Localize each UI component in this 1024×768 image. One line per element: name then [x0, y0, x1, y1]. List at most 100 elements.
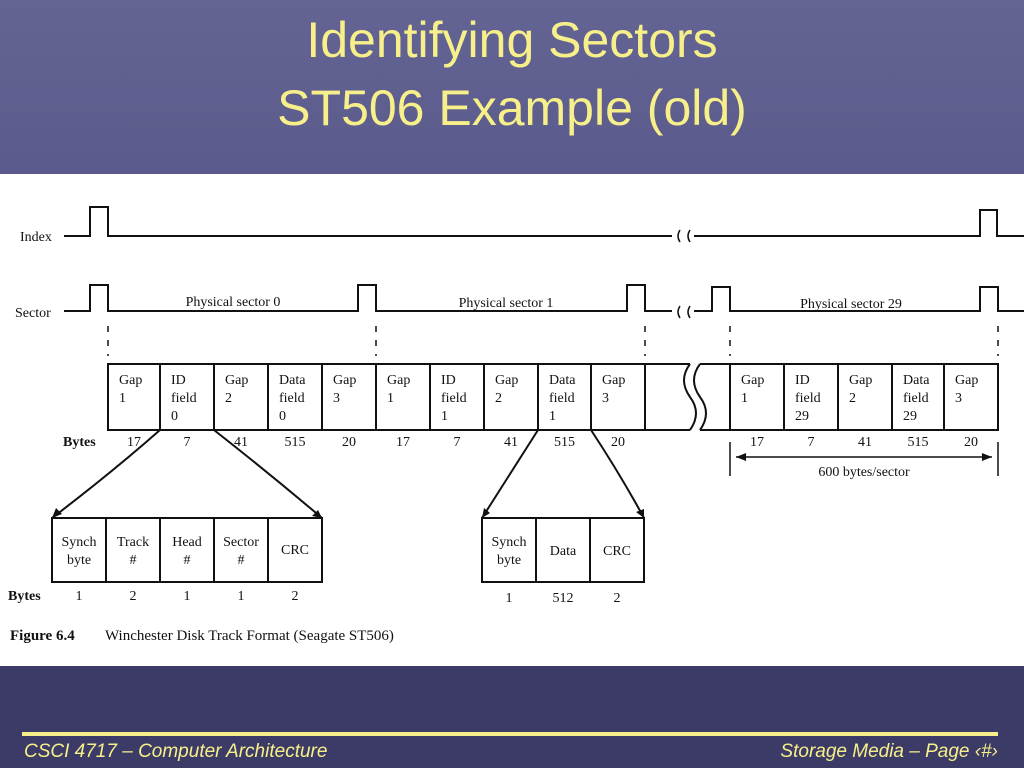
track-field-label: 3 [602, 391, 609, 406]
index-signal-label: Index [20, 230, 52, 245]
track-field-label: 1 [549, 409, 556, 424]
track-field-label: 1 [741, 391, 748, 406]
id-detail-bytes: 2 [292, 589, 299, 604]
track-field-bytes: 20 [964, 435, 978, 450]
track-field-label: field [903, 391, 929, 406]
track-field-label: 1 [441, 409, 448, 424]
track-field-bytes: 41 [504, 435, 518, 450]
title-area: Identifying Sectors ST506 Example (old) [0, 0, 1024, 174]
track-field-label: 0 [171, 409, 178, 424]
alignment-guides [107, 326, 999, 356]
id-field-expansion-lines [51, 429, 323, 519]
track-field-bytes: 41 [234, 435, 248, 450]
course-footer: CSCI 4717 – Computer Architecture [24, 741, 328, 762]
sector-break-mark [677, 305, 691, 319]
track-field-label: 1 [387, 391, 394, 406]
track-bytes-label: Bytes [63, 435, 96, 450]
track-field-label: field [549, 391, 575, 406]
id-detail-label: Head [172, 535, 202, 550]
physical-sector-29-label: Physical sector 29 [800, 297, 902, 312]
physical-sector-0-label: Physical sector 0 [186, 295, 281, 310]
track-field-label: Gap [225, 373, 248, 388]
track-boxes-sector-29 [729, 363, 999, 431]
slide-subtitle: ST506 Example (old) [277, 80, 747, 136]
sector-waveform-continued [694, 286, 1024, 312]
track-field-label: Gap [741, 373, 764, 388]
data-detail-label: Synch [492, 535, 527, 550]
track-field-bytes: 7 [454, 435, 461, 450]
track-field-label: 3 [955, 391, 962, 406]
data-detail-bytes: 1 [506, 591, 513, 606]
track-field-label: 1 [119, 391, 126, 406]
id-field-detail-boxes [51, 517, 323, 583]
data-field-expansion-lines [481, 429, 645, 519]
track-field-bytes: 7 [808, 435, 815, 450]
track-field-label: 3 [333, 391, 340, 406]
track-field-bytes: 515 [285, 435, 306, 450]
data-detail-label: Data [550, 544, 577, 559]
track-field-label: Gap [119, 373, 142, 388]
track-field-label: Gap [849, 373, 872, 388]
track-field-label: ID [795, 373, 810, 388]
id-detail-label: # [184, 553, 191, 568]
page-footer: Storage Media – Page ‹#› [780, 741, 998, 762]
track-field-label: 2 [225, 391, 232, 406]
track-field-label: 29 [903, 409, 917, 424]
id-detail-label: Track [117, 535, 149, 550]
slide-title: Identifying Sectors [306, 12, 718, 68]
id-detail-label: # [130, 553, 137, 568]
track-field-label: field [795, 391, 821, 406]
figure-panel: Index Sector Physical sector 0 Physical … [0, 174, 1024, 666]
sector-size-dimension [729, 442, 999, 476]
data-detail-label: CRC [603, 544, 631, 559]
track-field-label: 2 [849, 391, 856, 406]
figure-caption-number: Figure 6.4 [10, 628, 75, 644]
id-detail-bytes: 2 [130, 589, 137, 604]
track-field-label: 0 [279, 409, 286, 424]
index-break-mark [677, 229, 691, 243]
track-field-label: Data [549, 373, 576, 388]
track-field-label: Gap [495, 373, 518, 388]
track-field-label: Gap [333, 373, 356, 388]
track-field-label: field [171, 391, 197, 406]
id-detail-bytes: 1 [184, 589, 191, 604]
track-break [645, 363, 730, 431]
sector-size-label: 600 bytes/sector [818, 465, 910, 480]
track-field-bytes: 41 [858, 435, 872, 450]
index-waveform [64, 206, 672, 237]
id-detail-label: Sector [223, 535, 259, 550]
id-detail-bytes: 1 [238, 589, 245, 604]
id-detail-bytes: 1 [76, 589, 83, 604]
figure-caption-text: Winchester Disk Track Format (Seagate ST… [105, 628, 394, 644]
track-field-bytes: 17 [127, 435, 141, 450]
track-field-label: Data [903, 373, 930, 388]
track-field-bytes: 20 [611, 435, 625, 450]
id-detail-label: Synch [62, 535, 97, 550]
track-field-label: field [279, 391, 305, 406]
id-detail-label: byte [67, 553, 91, 568]
data-detail-bytes: 512 [553, 591, 574, 606]
data-detail-bytes: 2 [614, 591, 621, 606]
track-field-label: Gap [602, 373, 625, 388]
id-detail-label: # [238, 553, 245, 568]
track-field-bytes: 17 [750, 435, 764, 450]
track-field-bytes: 7 [184, 435, 191, 450]
track-field-bytes: 515 [554, 435, 575, 450]
track-field-label: Gap [387, 373, 410, 388]
track-field-bytes: 20 [342, 435, 356, 450]
track-field-label: Gap [955, 373, 978, 388]
track-field-label: ID [441, 373, 456, 388]
physical-sector-1-label: Physical sector 1 [459, 296, 554, 311]
sector-waveform [64, 284, 672, 312]
track-field-label: 2 [495, 391, 502, 406]
track-field-label: Data [279, 373, 306, 388]
track-format-diagram: Index Sector Physical sector 0 Physical … [8, 206, 1024, 644]
sector-signal-label: Sector [15, 306, 51, 321]
track-field-label: 29 [795, 409, 809, 424]
index-waveform-continued [694, 209, 1024, 237]
track-field-label: field [441, 391, 467, 406]
track-field-bytes: 515 [908, 435, 929, 450]
id-detail-label: CRC [281, 543, 309, 558]
data-field-detail-boxes [481, 517, 645, 583]
data-detail-label: byte [497, 553, 521, 568]
